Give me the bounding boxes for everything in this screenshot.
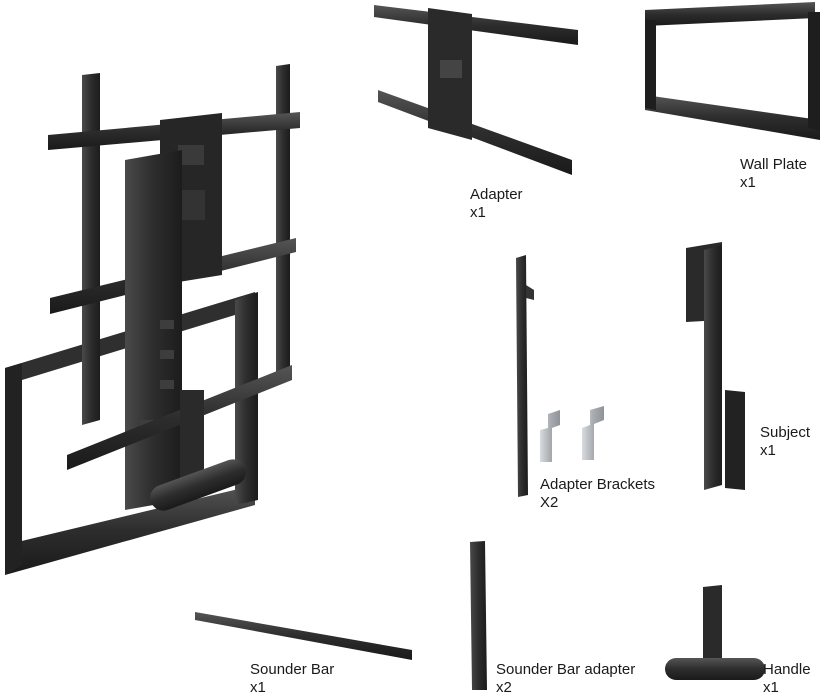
caption-sounder-bar: Sounder Bar x1 — [250, 661, 334, 697]
adapter-qty: x1 — [470, 204, 486, 221]
subject-name: Subject — [760, 424, 811, 441]
subject-qty: x1 — [760, 442, 776, 459]
caption-subject: Subject x1 — [760, 424, 810, 460]
sounder-bar-name: Sounder Bar — [250, 661, 335, 678]
caption-handle: Handle x1 — [763, 661, 811, 697]
adapter-brackets-name: Adapter Brackets — [540, 476, 656, 493]
handle-qty: x1 — [763, 679, 779, 696]
assembled-rail-right — [276, 64, 290, 384]
sounder-bar-adapter-qty: x2 — [496, 679, 512, 696]
caption-wall-plate: Wall Plate x1 — [740, 156, 807, 192]
adapter-brackets-qty: X2 — [540, 494, 559, 511]
caption-sounder-bar-adapter: Sounder Bar adapter x2 — [496, 661, 635, 697]
assembled-handle-grip — [150, 459, 246, 511]
caption-adapter: Adapter x1 — [470, 186, 523, 222]
assembled-frame — [5, 292, 258, 575]
wall-plate-qty: x1 — [740, 174, 756, 191]
sounder-bar-qty: x1 — [250, 679, 266, 696]
adapter-name: Adapter — [470, 186, 523, 203]
bracket-2 — [582, 406, 604, 460]
wall-plate-name: Wall Plate — [740, 156, 807, 173]
handle-name: Handle — [763, 661, 811, 678]
caption-adapter-brackets: Adapter Brackets X2 — [540, 476, 655, 512]
bracket-1 — [540, 410, 560, 462]
sounder-bar-adapter-name: Sounder Bar adapter — [496, 661, 636, 678]
assembled-lower-bar — [67, 365, 292, 470]
assembled-rail-left — [82, 73, 100, 425]
